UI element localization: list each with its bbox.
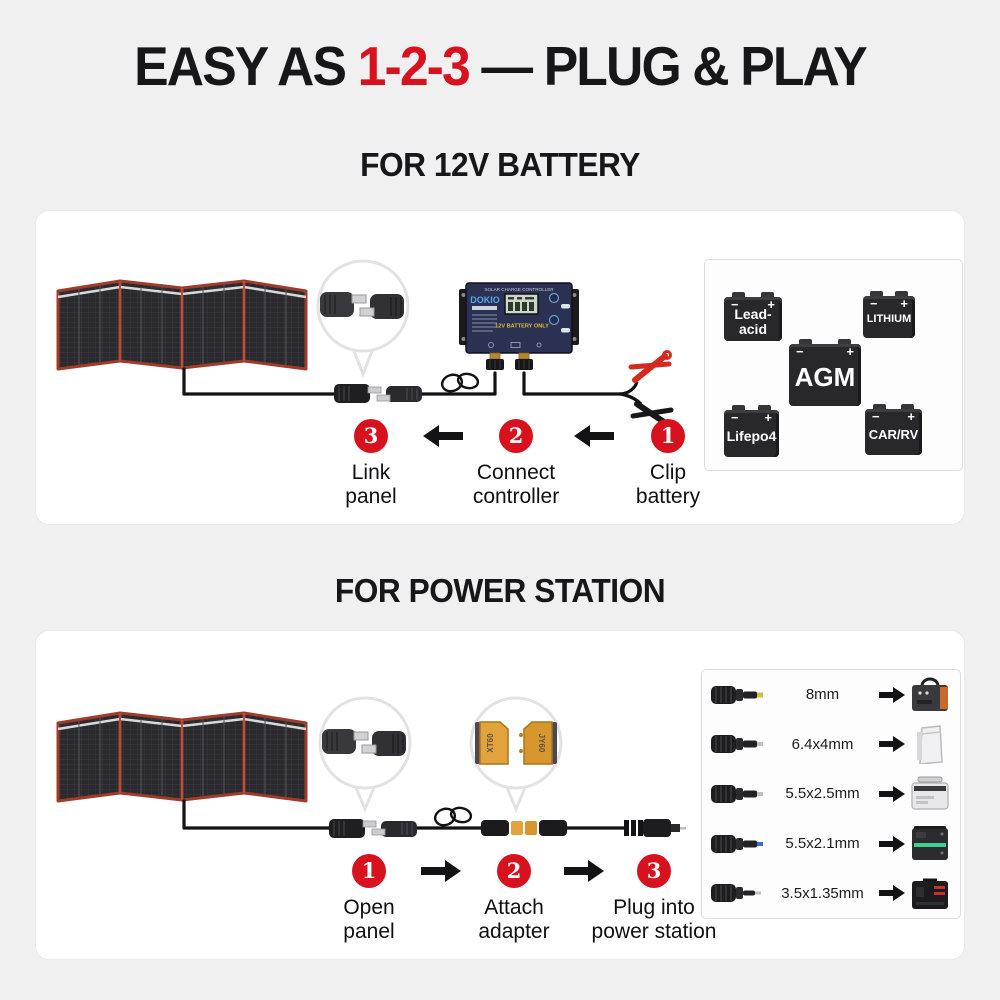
- xt60-adapter-zoom-circle: XT60 JY60: [469, 696, 563, 813]
- battery-lithium: − + LITHIUM: [863, 291, 915, 338]
- solar-panel-illustration: [56, 711, 308, 803]
- dc-plug-icon: [711, 884, 761, 903]
- arrow-left-icon: [423, 425, 463, 447]
- power-station-icon: [912, 677, 948, 711]
- step-number-badge: 3: [637, 854, 671, 888]
- dc-plug-end-icon: [624, 819, 686, 837]
- connector-label-xt60: XT60: [486, 733, 495, 753]
- battery-car-rv: − + CAR/RV: [865, 404, 922, 455]
- step-number-badge: 1: [651, 419, 685, 453]
- charge-controller-illustration: SOLAR CHARGE CONTROLLER DOKIO 12V BATTER…: [459, 282, 579, 370]
- battery-agm: − + AGM: [789, 339, 861, 406]
- dc-plug-icon: [711, 834, 763, 853]
- battery-types-box: − + Lead- acid − + LITHIUM − + AGM − + L…: [704, 259, 963, 471]
- power-station-icon: [917, 725, 943, 765]
- cable-tie-loop-icon: [433, 806, 473, 827]
- power-station-icon: [912, 878, 948, 910]
- red-clip-icon: [628, 350, 672, 383]
- battery-lifepo4: − + Lifepo4: [724, 405, 779, 457]
- dc-plug-icon: [711, 735, 763, 754]
- title-highlight: 1-2-3: [357, 35, 471, 97]
- controller-brand: DOKIO: [470, 295, 500, 305]
- battery-section-card: SOLAR CHARGE CONTROLLER DOKIO 12V BATTER…: [35, 210, 965, 525]
- sae-connector-pair-icon: [329, 819, 417, 838]
- step-number-badge: 3: [354, 419, 388, 453]
- solar-panel-illustration: [56, 279, 308, 371]
- arrow-right-icon: [879, 885, 905, 902]
- xt60-connector-icon: XT60 JY60: [475, 721, 557, 765]
- battery-clips-illustration: [619, 350, 674, 427]
- adapter-row: 5.5x2.1mm: [710, 819, 952, 869]
- arrow-right-icon: [421, 860, 461, 882]
- adapter-box: 8mm 6.4x4mm: [701, 669, 961, 919]
- adapter-size-label: 5.5x2.1mm: [785, 835, 860, 853]
- power-section-heading: FOR POWER STATION: [334, 572, 666, 609]
- step-plug-into-power-station: 3 Plug into power station: [549, 854, 759, 944]
- battery-lead-acid: − + Lead- acid: [724, 292, 782, 341]
- sae-connector-icon: [320, 292, 404, 319]
- step-number-badge: 2: [499, 419, 533, 453]
- sae-connector-zoom-circle: [316, 259, 410, 379]
- step-link-panel: 3 Link panel: [266, 419, 476, 509]
- step-open-panel: 1 Open panel: [264, 854, 474, 944]
- controller-button: [548, 314, 560, 326]
- adapter-size-label: 6.4x4mm: [791, 735, 854, 753]
- step-attach-adapter: 2 Attach adapter: [409, 854, 619, 944]
- arrow-right-icon: [879, 736, 905, 753]
- arrow-right-icon: [879, 785, 905, 802]
- step-number-badge: 1: [352, 854, 386, 888]
- arrow-right-icon: [564, 860, 604, 882]
- dc-plug-icon: [711, 784, 763, 803]
- controller-top-label: SOLAR CHARGE CONTROLLER: [484, 287, 554, 292]
- power-station-icon: [912, 825, 948, 860]
- arrow-left-icon: [574, 425, 614, 447]
- battery-wiring-illustration: [182, 367, 626, 403]
- power-section-card: XT60 JY60 8mm: [35, 630, 965, 960]
- page-title: EASY AS 1-2-3 — PLUG & PLAY: [30, 34, 970, 98]
- battery-section-heading: FOR 12V BATTERY: [360, 146, 640, 183]
- xt60-inline-connector-icon: [481, 820, 567, 836]
- dc-plug-icon: [711, 685, 763, 704]
- title-suffix: — PLUG & PLAY: [468, 35, 867, 97]
- adapter-row: 6.4x4mm: [710, 720, 952, 770]
- controller-note: 12V BATTERY ONLY: [495, 324, 549, 330]
- power-wiring-illustration: [182, 799, 686, 838]
- adapter-row: 8mm: [710, 670, 952, 720]
- adapter-row: 5.5x2.5mm: [710, 769, 952, 819]
- adapter-size-label: 5.5x2.5mm: [785, 785, 860, 803]
- sae-connector-zoom-circle: [318, 696, 412, 813]
- connector-label-jy60: JY60: [537, 734, 546, 753]
- arrow-right-icon: [879, 835, 905, 852]
- adapter-size-label: 8mm: [805, 686, 840, 704]
- cable-tie-loop-icon: [440, 372, 480, 393]
- step-connect-controller: 2 Connect controller: [411, 419, 621, 509]
- title-prefix: EASY AS: [134, 35, 358, 97]
- arrow-right-icon: [879, 686, 905, 703]
- adapter-row: 3.5x1.35mm: [710, 868, 952, 918]
- step-number-badge: 2: [497, 854, 531, 888]
- sae-connector-pair-icon: [334, 384, 422, 403]
- step-clip-battery: 1 Clip battery: [563, 419, 773, 509]
- sae-connector-icon: [322, 729, 406, 756]
- power-station-icon: [911, 776, 949, 810]
- adapter-size-label: 3.5x1.35mm: [781, 884, 864, 902]
- controller-button: [548, 292, 560, 304]
